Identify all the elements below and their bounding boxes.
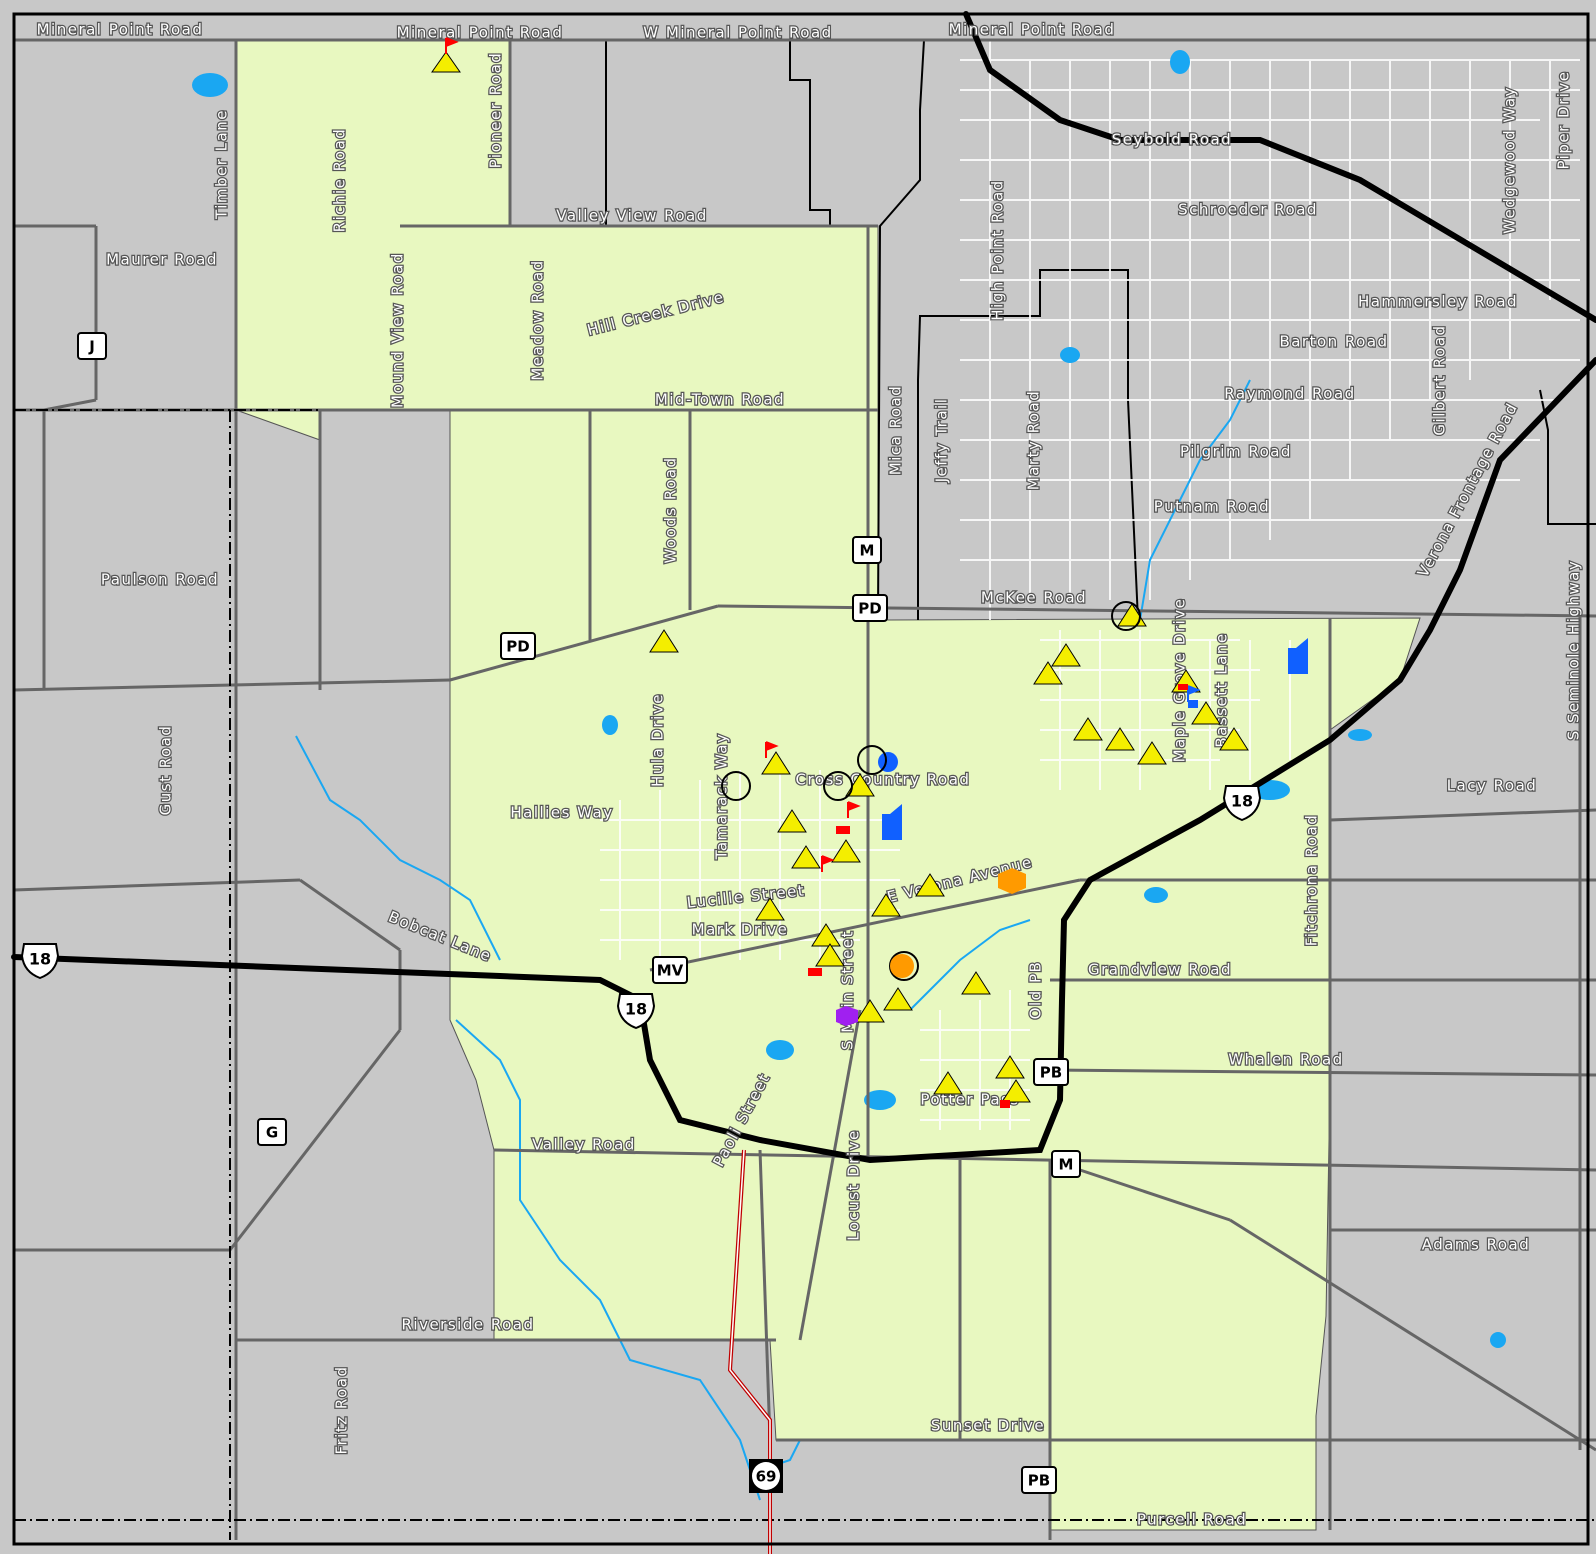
road-label: Lacy Road xyxy=(1447,777,1538,795)
us-highway-shield: 18 xyxy=(616,993,656,1030)
us-highway-shield: 18 xyxy=(20,943,60,980)
street-network xyxy=(600,40,1580,1130)
trail-circle-markers[interactable] xyxy=(721,601,1141,981)
county-shield-label: PB xyxy=(1028,1472,1050,1490)
us-highway-shield-label: 18 xyxy=(1231,792,1253,811)
road-label: Piper Drive xyxy=(1555,70,1573,169)
road-label: Old PB xyxy=(1027,961,1045,1020)
us-highway-shield-label: 18 xyxy=(29,950,51,969)
county-road-shields: J M PD PD MV G PB M PB xyxy=(77,332,1081,1494)
road-label: Hammersley Road xyxy=(1358,293,1518,311)
county-shield: J xyxy=(77,332,107,360)
county-shield-label: PD xyxy=(506,638,529,656)
road-label: Sunset Drive xyxy=(931,1417,1045,1435)
state-highway-shields: 69 xyxy=(749,1459,783,1493)
county-shield: M xyxy=(852,536,882,564)
road-label: Grandview Road xyxy=(1088,961,1232,979)
road-label: Mineral Point Road xyxy=(949,21,1116,39)
road-label: Maurer Road xyxy=(106,251,218,269)
county-shield: MV xyxy=(652,956,688,984)
road-label: Paulson Road xyxy=(101,571,219,589)
road-label: Putnam Road xyxy=(1154,498,1270,516)
road-label: Mark Drive xyxy=(692,921,789,939)
county-shield: PD xyxy=(500,632,536,660)
road-label: Locust Drive xyxy=(845,1129,863,1240)
road-label: Mound View Road xyxy=(389,252,407,408)
road-label: Mid-Town Road xyxy=(655,391,785,409)
us-highway-shield: 18 xyxy=(1222,785,1262,822)
road-label: Pioneer Road xyxy=(487,52,505,169)
road-label: Tamarack Way xyxy=(713,733,731,861)
road-label: Bassett Lane xyxy=(1213,632,1231,747)
water-features xyxy=(295,379,1251,1501)
road-label: Raymond Road xyxy=(1224,385,1355,403)
road-label: Hallies Way xyxy=(510,804,613,822)
county-shield-label: J xyxy=(88,338,95,356)
road-label: Meadow Road xyxy=(529,259,547,380)
county-shield-label: G xyxy=(266,1124,278,1142)
road-label: Schroeder Road xyxy=(1178,201,1318,219)
road-label: Fritz Road xyxy=(333,1365,351,1454)
road-label: Whalen Road xyxy=(1228,1051,1343,1069)
county-shield: PB xyxy=(1033,1058,1069,1086)
road-label: Hula Drive xyxy=(649,693,667,787)
county-shield: PB xyxy=(1021,1466,1057,1494)
amenity-markers[interactable] xyxy=(836,868,1026,1026)
county-shield-label: PB xyxy=(1040,1064,1062,1082)
road-label: Mica Road xyxy=(887,385,905,475)
township-boundary xyxy=(14,409,1596,1540)
county-shield-label: PD xyxy=(858,600,881,618)
road-label: Seybold Road xyxy=(1112,131,1232,149)
road-label: Purcell Road xyxy=(1137,1511,1247,1529)
water-bodies xyxy=(192,50,1506,1348)
road-label: McKee Road xyxy=(981,589,1087,607)
road-label: Jeffy Trail xyxy=(933,398,951,484)
state-highway-shield-label: 69 xyxy=(756,1468,777,1486)
us-highway-shields: 18 18 18 xyxy=(20,785,1262,1030)
state-highway-shield: 69 xyxy=(749,1459,783,1493)
county-shield: G xyxy=(257,1118,287,1146)
road-label: Fitchrona Road xyxy=(1303,814,1321,946)
county-shield: M xyxy=(1051,1150,1081,1178)
road-label: S Main Street xyxy=(839,930,857,1050)
road-label: Adams Road xyxy=(1422,1236,1531,1254)
road-label: Riverside Road xyxy=(401,1316,534,1334)
road-label: Cross Country Road xyxy=(796,771,971,789)
road-label: Pilgrim Road xyxy=(1180,443,1292,461)
road-label: W Mineral Point Road xyxy=(643,24,832,42)
markers xyxy=(431,37,1308,1108)
map-frame xyxy=(12,12,1590,1546)
road-label: Woods Road xyxy=(662,456,680,563)
county-shield-label: MV xyxy=(657,962,684,980)
road-label: S Seminole Highway xyxy=(1565,560,1583,740)
road-label: Gust Road xyxy=(157,725,175,816)
road-label: Mineral Point Road xyxy=(37,21,204,39)
county-shield: PD xyxy=(852,594,888,622)
road-label: Mineral Point Road xyxy=(397,24,564,42)
county-shield-label: M xyxy=(860,542,875,560)
road-label: Marty Road xyxy=(1025,390,1043,490)
county-shield-label: M xyxy=(1059,1156,1074,1174)
road-label: Wedgewood Way xyxy=(1501,86,1519,234)
us-highway-shield-label: 18 xyxy=(625,1000,647,1019)
flag-markers[interactable] xyxy=(445,37,1201,1108)
road-label: Richie Road xyxy=(331,128,349,233)
road-label: Valley View Road xyxy=(556,207,708,225)
road-label: Barton Road xyxy=(1279,333,1388,351)
road-label: Gilbert Road xyxy=(1431,324,1449,435)
road-label: High Point Road xyxy=(989,179,1007,320)
road-label: Valley Road xyxy=(532,1136,636,1154)
road-label: Timber Lane xyxy=(213,109,231,220)
